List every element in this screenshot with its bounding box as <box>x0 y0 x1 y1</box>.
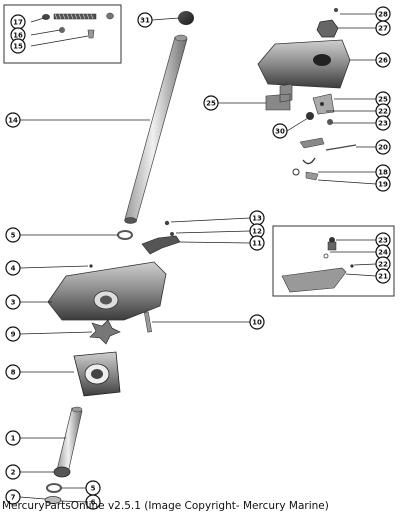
callout-26: 26 <box>375 52 391 68</box>
svg-text:2: 2 <box>11 469 16 477</box>
callout-10: 10 <box>249 314 265 330</box>
svg-text:26: 26 <box>378 57 388 65</box>
callout-23-top: 23 <box>375 115 391 131</box>
svg-text:9: 9 <box>11 331 16 339</box>
main-housing-part <box>47 261 167 321</box>
top-screw-part <box>334 8 338 12</box>
callout-27: 27 <box>375 20 391 36</box>
callout-3: 3 <box>5 294 21 310</box>
svg-text:22: 22 <box>378 261 388 269</box>
bolt-part <box>144 311 152 333</box>
callout-11: 11 <box>249 235 265 251</box>
svg-text:12: 12 <box>252 228 262 236</box>
lower-bushing-part <box>53 466 71 478</box>
cross-fitting-part <box>89 319 121 345</box>
callout-14: 14 <box>5 112 21 128</box>
svg-text:4: 4 <box>11 265 16 273</box>
shift-lever-parts <box>141 220 181 255</box>
callout-9: 9 <box>5 326 21 342</box>
svg-text:3: 3 <box>11 299 16 307</box>
callout-15: 15 <box>10 38 26 54</box>
svg-text:21: 21 <box>378 273 388 281</box>
callout-25-left: 25 <box>203 95 219 111</box>
svg-text:23: 23 <box>378 120 388 128</box>
callout-8: 8 <box>5 364 21 380</box>
knob-cap-part <box>178 11 194 25</box>
svg-text:5: 5 <box>11 232 16 240</box>
callout-6: 6 <box>85 494 101 510</box>
callout-13: 13 <box>249 210 265 226</box>
inset-box-right <box>272 225 395 297</box>
svg-text:30: 30 <box>275 128 285 136</box>
upper-housing-part <box>257 39 351 89</box>
callout-2: 2 <box>5 464 21 480</box>
callout-28: 28 <box>375 6 391 22</box>
svg-text:8: 8 <box>11 369 16 377</box>
svg-text:6: 6 <box>91 499 96 507</box>
inset-box-top-left <box>3 4 122 64</box>
svg-text:15: 15 <box>13 43 23 51</box>
lower-washer-part <box>44 496 62 504</box>
svg-text:13: 13 <box>252 215 262 223</box>
bracket-part <box>265 83 293 111</box>
callout-1: 1 <box>5 430 21 446</box>
svg-text:18: 18 <box>378 169 388 177</box>
svg-text:22: 22 <box>378 108 388 116</box>
callout-20: 20 <box>375 139 391 155</box>
small-pin-part <box>89 264 93 268</box>
leader-lines <box>19 13 377 503</box>
right-hardware-parts <box>292 93 357 181</box>
callout-7: 7 <box>5 489 21 505</box>
svg-text:25: 25 <box>206 100 216 108</box>
svg-text:27: 27 <box>378 25 388 33</box>
upper-ring-part <box>117 230 133 240</box>
svg-text:14: 14 <box>8 117 18 125</box>
lower-tube-part <box>56 406 83 474</box>
clamp-part <box>73 351 121 397</box>
svg-text:10: 10 <box>252 319 262 327</box>
svg-text:5: 5 <box>91 485 96 493</box>
svg-text:11: 11 <box>252 240 262 248</box>
svg-text:25: 25 <box>378 96 388 104</box>
top-nut-part <box>316 19 339 38</box>
svg-text:7: 7 <box>11 494 16 502</box>
svg-text:19: 19 <box>378 181 388 189</box>
upper-tube-part <box>124 34 188 224</box>
svg-text:24: 24 <box>378 249 388 257</box>
svg-text:23: 23 <box>378 237 388 245</box>
svg-text:28: 28 <box>378 11 388 19</box>
svg-text:20: 20 <box>378 144 388 152</box>
lower-ring-part <box>46 483 62 493</box>
svg-text:31: 31 <box>140 17 150 25</box>
svg-text:16: 16 <box>13 32 23 40</box>
callout-21: 21 <box>375 268 391 284</box>
callout-31: 31 <box>137 12 153 28</box>
svg-text:1: 1 <box>11 435 16 443</box>
callout-30: 30 <box>272 123 288 139</box>
callout-5-upper: 5 <box>5 227 21 243</box>
callout-5-lower: 5 <box>85 480 101 496</box>
svg-text:17: 17 <box>13 19 23 27</box>
callout-19: 19 <box>375 176 391 192</box>
callout-4: 4 <box>5 260 21 276</box>
copyright-footer: MercuryPartsOnline v2.5.1 (Image Copyrig… <box>2 500 329 512</box>
callout-17: 17 <box>10 14 26 30</box>
